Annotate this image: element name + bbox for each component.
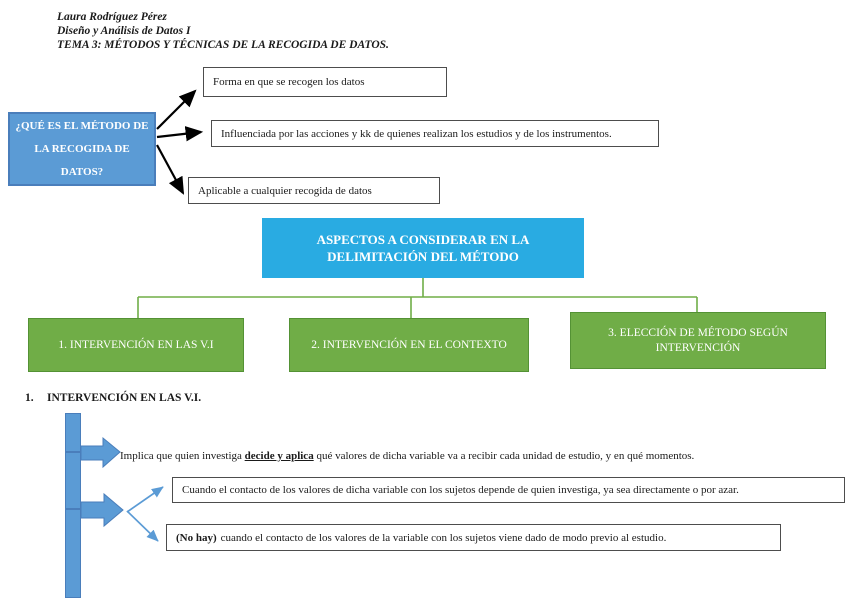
- aspect-branch-2-label: 2. INTERVENCIÓN EN EL CONTEXTO: [311, 338, 507, 351]
- block-arrow-implica: [80, 436, 121, 469]
- answer-box-influenciada: Influenciada por las acciones y kk de qu…: [211, 120, 659, 147]
- question-box: ¿QUÉ ES EL MÉTODO DE LA RECOGIDA DE DATO…: [8, 112, 156, 186]
- nohay-text: cuando el contacto de los valores de la …: [220, 531, 667, 544]
- arrow-to-cuando: [126, 486, 164, 513]
- aspects-title-label: ASPECTOS A CONSIDERAR EN LA DELIMITACIÓN…: [316, 232, 530, 264]
- timeline-bar-segment-2: [65, 452, 81, 509]
- timeline-bar-segment-3: [65, 509, 81, 598]
- aspect-branch-1: 1. INTERVENCIÓN EN LAS V.I: [28, 318, 244, 372]
- timeline-bar-segment-1: [65, 413, 81, 452]
- arrow-to-nohay: [126, 510, 159, 542]
- author-name: Laura Rodríguez Pérez: [57, 11, 167, 23]
- cuando-box-label: Cuando el contacto de los valores de dic…: [182, 484, 739, 496]
- implica-prefix: Implica que quien investiga: [120, 450, 245, 462]
- nohay-bold: (No hay): [176, 531, 217, 544]
- question-box-label: ¿QUÉ ES EL MÉTODO DE LA RECOGIDA DE DATO…: [15, 119, 149, 178]
- topic-title: TEMA 3: MÉTODOS Y TÉCNICAS DE LA RECOGID…: [57, 39, 389, 51]
- aspect-branch-3-label: 3. ELECCIÓN DE MÉTODO SEGÚN INTERVENCIÓN: [608, 326, 788, 354]
- answer-box-forma-label: Forma en que se recogen los datos: [213, 76, 365, 88]
- aspect-branch-2: 2. INTERVENCIÓN EN EL CONTEXTO: [289, 318, 529, 372]
- section1-title: INTERVENCIÓN EN LAS V.I.: [47, 392, 202, 404]
- document-header: Laura Rodríguez Pérez Diseño y Análisis …: [57, 10, 389, 52]
- cuando-box: Cuando el contacto de los valores de dic…: [172, 477, 845, 503]
- section1-heading: 1. INTERVENCIÓN EN LAS V.I.: [25, 392, 201, 404]
- aspect-branch-1-label: 1. INTERVENCIÓN EN LAS V.I: [58, 338, 214, 351]
- aspects-title-box: ASPECTOS A CONSIDERAR EN LA DELIMITACIÓN…: [262, 218, 584, 278]
- course-name: Diseño y Análisis de Datos I: [57, 25, 191, 37]
- implica-bold: decide y aplica: [244, 450, 314, 462]
- aspect-branch-3: 3. ELECCIÓN DE MÉTODO SEGÚN INTERVENCIÓN: [570, 312, 826, 369]
- answer-box-aplicable-label: Aplicable a cualquier recogida de datos: [198, 184, 372, 197]
- answer-box-forma: Forma en que se recogen los datos: [203, 67, 447, 97]
- answer-box-influenciada-label: Influenciada por las acciones y kk de qu…: [221, 127, 612, 140]
- section1-number: 1.: [25, 392, 34, 404]
- nohay-box: (No hay)cuando el contacto de los valore…: [166, 524, 781, 551]
- implica-suffix: qué valores de dicha variable va a recib…: [313, 450, 695, 462]
- arrow-to-influenciada: [156, 126, 204, 142]
- implica-text: Implica que quien investiga decide y apl…: [120, 450, 836, 462]
- arrow-to-forma: [156, 89, 197, 130]
- block-arrows: [80, 436, 124, 528]
- block-arrow-fork: [80, 492, 124, 528]
- answer-box-aplicable: Aplicable a cualquier recogida de datos: [188, 177, 440, 204]
- fork-arrows: [126, 486, 164, 542]
- arrow-to-aplicable: [156, 144, 185, 195]
